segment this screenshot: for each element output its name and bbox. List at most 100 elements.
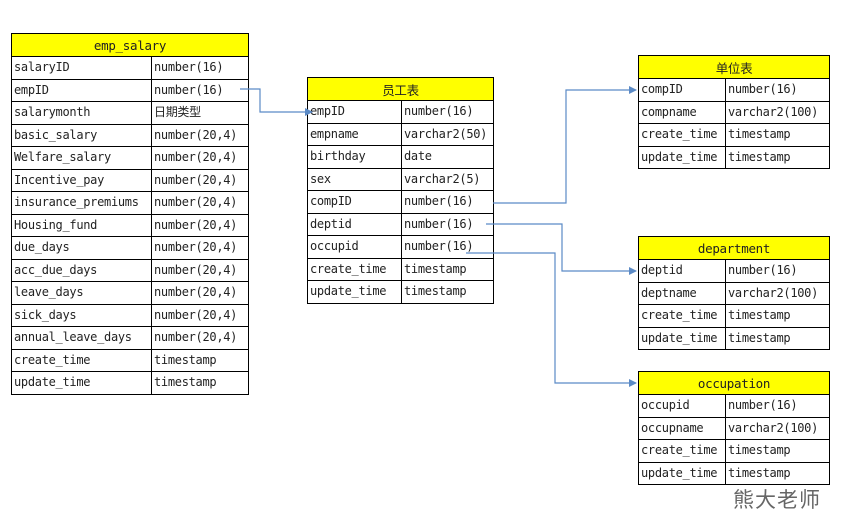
column-type: number(20,4) [150,191,250,215]
column-type: number(20,4) [150,146,250,170]
column-name: occupid [307,235,402,259]
column-name: salaryID [11,56,152,80]
connector-compid [493,86,637,204]
column-type: number(20,4) [150,213,250,237]
column-type: timestamp [724,326,831,350]
column-type: number(20,4) [150,281,250,305]
column-name: insurance_premiums [11,191,152,215]
column-name: salarymonth [11,101,152,125]
column-name: create_time [638,439,726,463]
column-name: Welfare_salary [11,146,152,170]
table-title: emp_salary [10,33,250,57]
column-type: number(16) [724,78,831,102]
column-name: update_time [638,326,726,350]
column-type: number(16) [400,212,495,236]
column-type: number(16) [400,100,495,124]
column-type: number(16) [400,235,495,259]
column-type: timestamp [724,123,831,147]
column-name: compID [307,190,402,214]
column-name: deptname [638,281,726,305]
column-type: timestamp [724,304,831,328]
column-type: timestamp [400,257,495,281]
connector-deptid [486,223,637,275]
column-name: compID [638,78,726,102]
column-name: create_time [638,304,726,328]
column-type: number(20,4) [150,303,250,327]
column-type: number(16) [724,259,831,283]
column-type: timestamp [724,439,831,463]
column-type: number(16) [724,394,831,418]
table-title: department [637,236,831,260]
column-type: number(20,4) [150,168,250,192]
column-name: update_time [11,371,152,395]
column-name: update_time [307,280,402,304]
column-type: number(16) [150,78,250,102]
column-type: number(16) [400,190,495,214]
column-type: timestamp [724,461,831,485]
column-type: number(16) [150,56,250,80]
column-name: compname [638,100,726,124]
column-name: basic_salary [11,123,152,147]
table-title: 单位表 [637,55,831,79]
column-name: Housing_fund [11,213,152,237]
column-name: update_time [638,145,726,169]
column-name: occupid [638,394,726,418]
column-name: empID [11,78,152,102]
column-name: sick_days [11,303,152,327]
column-name: occupname [638,416,726,440]
column-type: varchar2(50) [400,122,495,146]
connector-empid [240,88,313,116]
column-name: update_time [638,461,726,485]
column-type: date [400,145,495,169]
column-type: varchar2(5) [400,167,495,191]
column-name: annual_leave_days [11,326,152,350]
column-name: deptid [307,212,402,236]
column-name: sex [307,167,402,191]
column-type: number(20,4) [150,258,250,282]
column-type: timestamp [150,371,250,395]
column-name: empname [307,122,402,146]
column-name: create_time [638,123,726,147]
column-name: birthday [307,145,402,169]
column-name: due_days [11,236,152,260]
watermark: 熊大老师 [733,488,821,512]
column-type: number(20,4) [150,326,250,350]
column-type: varchar2(100) [724,416,831,440]
column-name: create_time [11,348,152,372]
column-type: varchar2(100) [724,100,831,124]
column-name: deptid [638,259,726,283]
column-type: 日期类型 [150,101,250,125]
column-name: create_time [307,257,402,281]
